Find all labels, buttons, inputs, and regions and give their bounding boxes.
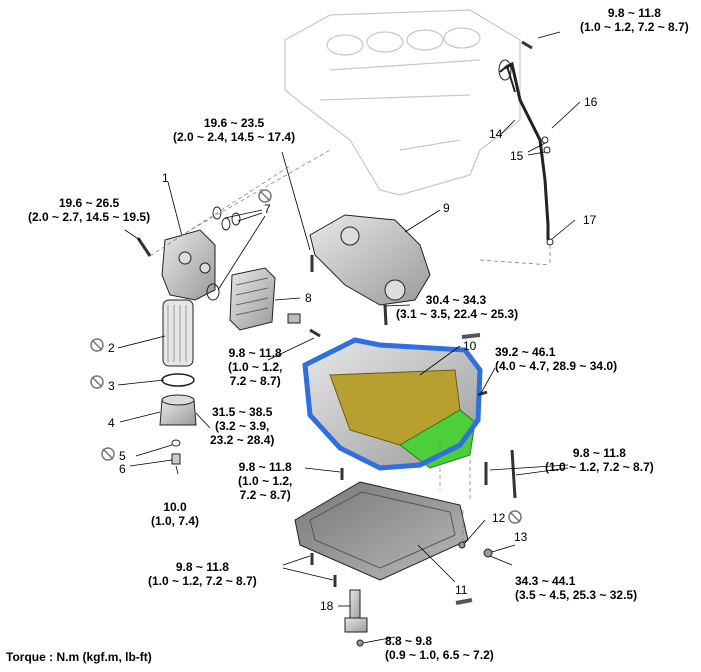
oil-cooler — [229, 267, 276, 331]
callout-1: 1 — [162, 171, 169, 185]
torque-level-sensor: 8.8 ~ 9.8(0.9 ~ 1.0, 6.5 ~ 7.2) — [385, 634, 494, 662]
torque-filter-cap: 31.5 ~ 38.5(3.2 ~ 3.9,23.2 ~ 28.4) — [210, 405, 275, 447]
callout-11: 11 — [455, 583, 468, 597]
drain-bolt — [458, 541, 466, 549]
torque-filter-housing: 19.6 ~ 26.5(2.0 ~ 2.7, 14.5 ~ 19.5) — [28, 196, 151, 224]
pump-bolt-right — [383, 304, 388, 326]
callout-9: 9 — [443, 201, 450, 215]
cooler-gasket — [287, 313, 301, 324]
torque-oil-pump-upper: 19.6 ~ 23.5(2.0 ~ 2.4, 14.5 ~ 17.4) — [173, 116, 296, 144]
callout-13: 13 — [514, 530, 528, 544]
torque-upper-pan-bolt: 9.8 ~ 11.8(1.0 ~ 1.2,7.2 ~ 8.7) — [238, 460, 293, 502]
torque-units-note: Torque : N.m (kgf.m, lb-ft) — [6, 650, 152, 664]
drain-plug — [483, 548, 493, 558]
callout-3: 3 — [108, 379, 115, 393]
dipstick-o-ring-2 — [543, 146, 551, 154]
oil-filter-element — [162, 299, 194, 367]
torque-pan-drain-plug: 34.3 ~ 44.1(3.5 ~ 4.5, 25.3 ~ 32.5) — [515, 574, 638, 602]
torque-upper-pan-side: 39.2 ~ 46.1(4.0 ~ 4.7, 28.9 ~ 34.0) — [495, 345, 618, 373]
callout-10: 10 — [463, 339, 477, 353]
dipstick-bolt — [521, 40, 533, 50]
torque-dipstick-bolt: 9.8 ~ 11.8(1.0 ~ 1.2, 7.2 ~ 8.7) — [580, 6, 689, 34]
dipstick-seal — [546, 238, 554, 246]
callout-6: 6 — [119, 462, 126, 476]
callout-8: 8 — [305, 291, 312, 305]
drain-plug-small — [171, 453, 181, 465]
callout-15: 15 — [510, 149, 524, 163]
callout-17: 17 — [583, 213, 597, 227]
housing-bolt — [136, 237, 152, 257]
cylinder-block-outline — [284, 9, 521, 196]
torque-upper-pan-bolts-right: 9.8 ~ 11.8(1.0 ~ 1.2, 7.2 ~ 8.7) — [545, 446, 654, 474]
alignment-lines — [149, 149, 551, 540]
leader-lines — [117, 31, 581, 644]
callout-7: 7 — [264, 202, 271, 216]
torque-oil-pump: 30.4 ~ 34.3(3.1 ~ 3.5, 22.4 ~ 25.3) — [396, 293, 519, 321]
callout-4: 4 — [108, 416, 115, 430]
callout-12: 12 — [492, 511, 506, 525]
torque-oil-cooler: 9.8 ~ 11.8(1.0 ~ 1.2,7.2 ~ 8.7) — [228, 346, 283, 388]
dipstick-and-guide — [498, 59, 550, 240]
oil-filter-cap — [159, 394, 197, 426]
filter-o-ring — [161, 373, 195, 387]
lower-oil-pan — [294, 481, 469, 581]
sealant-tube — [455, 598, 473, 605]
dipstick-o-ring-1 — [541, 136, 549, 144]
callout-2: 2 — [108, 341, 115, 355]
oil-pump — [309, 214, 431, 306]
oil-filter-housing — [161, 229, 216, 301]
callout-14: 14 — [489, 127, 503, 141]
callout-5: 5 — [119, 449, 126, 463]
no-reuse-icons — [90, 189, 522, 524]
torque-lower-pan-bolts: 9.8 ~ 11.8(1.0 ~ 1.2, 7.2 ~ 8.7) — [148, 560, 257, 588]
cooler-bolt — [309, 328, 321, 338]
pan-dowel — [461, 333, 481, 339]
sensor-bolt — [356, 639, 364, 647]
pan-right-bolt-2 — [510, 449, 517, 499]
upper-oil-pan — [302, 337, 483, 471]
drain-washer — [171, 439, 181, 447]
oil-level-sensor — [344, 589, 368, 633]
torque-drain-plug: 10.0(1.0, 7.4) — [151, 500, 200, 528]
callout-16: 16 — [584, 95, 598, 109]
callout-18: 18 — [320, 599, 334, 613]
pan-side-bolt — [477, 390, 488, 397]
